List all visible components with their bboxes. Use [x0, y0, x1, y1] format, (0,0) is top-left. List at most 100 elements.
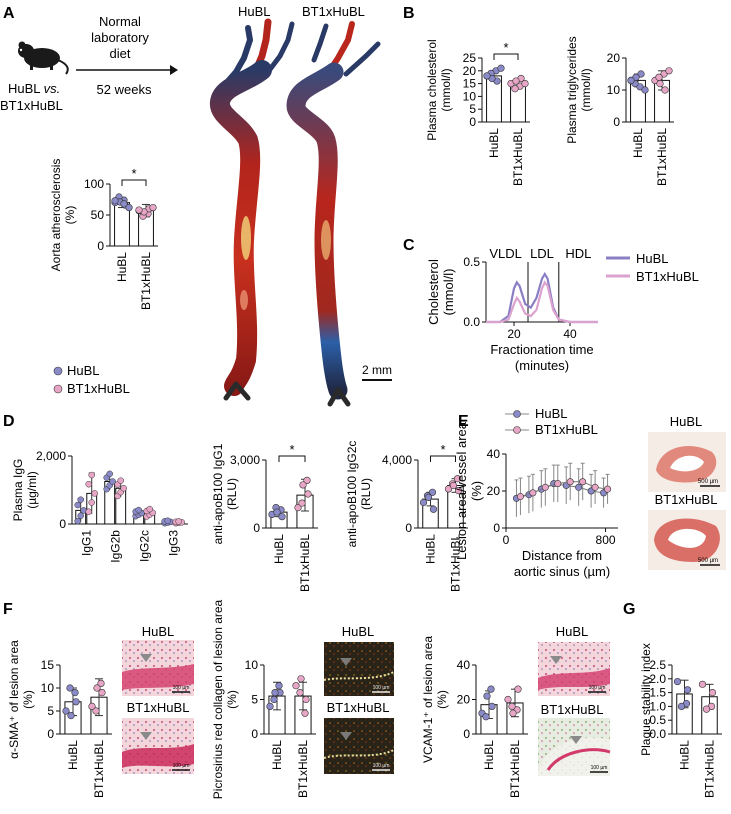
data-point [591, 483, 599, 491]
data-point [298, 499, 306, 507]
data-point [106, 470, 113, 478]
data-point [92, 707, 100, 715]
data-point [483, 692, 491, 700]
data-point [702, 705, 711, 713]
x-tick-label: HuBL [424, 534, 438, 564]
y-tick-label: 20 [607, 51, 621, 65]
y-axis-label-line0: Plaque stability index [639, 643, 653, 756]
e-img-label-hubl: HuBL [670, 414, 703, 429]
y-tick-label: 50 [91, 208, 105, 222]
data-point [67, 711, 75, 720]
y-tick-label: 40 [487, 447, 501, 461]
data-point [91, 490, 98, 497]
data-point [88, 471, 95, 479]
f-img3-label-hubl: HuBL [342, 624, 375, 639]
sig-bracket [493, 53, 519, 60]
y-tick-label: 5 [47, 704, 54, 718]
y-axis-label-line0: Plasma cholesterol [425, 39, 439, 140]
x-tick-label: HuBL [270, 740, 284, 770]
y-tick-label: 1.5 [649, 686, 666, 700]
data-point [454, 487, 463, 495]
data-point [273, 508, 281, 516]
data-point [71, 688, 79, 697]
y-tick-label: 2.5 [649, 658, 666, 672]
sig-bracket [121, 179, 147, 186]
panel-letter-c: C [403, 237, 415, 254]
data-point [419, 498, 428, 507]
x-tick-label: 800 [596, 533, 616, 547]
mouse-label: HuBL vs. [8, 81, 60, 96]
data-point [98, 688, 106, 697]
data-point [66, 684, 74, 692]
data-point [673, 677, 682, 686]
data-point [270, 695, 278, 704]
data-point [661, 86, 669, 94]
x-axis-label: Fractionation time [490, 342, 593, 357]
data-point [449, 481, 458, 490]
y-tick-label: 0.5 [463, 255, 480, 269]
data-point [303, 476, 311, 485]
data-point [665, 67, 673, 75]
sig-bracket [430, 455, 456, 462]
y-axis-label-line0: Aorta atherosclerosis [49, 159, 63, 272]
sig-star: * [503, 40, 508, 55]
y-tick-label: 0 [463, 727, 470, 741]
y-tick-label: 1.0 [649, 699, 666, 713]
legend-e-hubl: HuBL [535, 406, 568, 421]
data-point [424, 493, 433, 502]
e-scale-bt: 500 µm [698, 558, 718, 564]
x-tick-label: BT1xHuBL [296, 740, 310, 798]
f-scale-5: 100 µm [589, 685, 606, 691]
data-point [627, 76, 635, 84]
data-point [88, 499, 95, 506]
y-tick-label: 5 [469, 102, 476, 116]
y-axis-label-line1: (%) [21, 690, 35, 709]
data-point [88, 702, 96, 711]
x-tick-label: IgG1 [80, 530, 94, 556]
mouse-label-2: BT1xHuBL [0, 98, 63, 113]
legend-a-hubl: HuBL [67, 363, 100, 378]
data-point [511, 85, 519, 93]
data-point [698, 680, 707, 688]
panel-letter-f: F [3, 601, 13, 618]
x-tick-label: HuBL [115, 252, 129, 282]
region-label: LDL [530, 246, 554, 261]
y-axis-label-line1: (mmol/l) [579, 68, 593, 111]
mouse-icon [18, 41, 69, 75]
y-tick-label: 2.0 [649, 672, 666, 686]
y-axis-label-line0: Plasma triglycerides [565, 36, 579, 143]
data-point [516, 493, 524, 501]
y-axis-label-line1: (mmol/l) [441, 269, 456, 316]
histology-sirius-hubl: 100 µm [323, 642, 395, 696]
data-point [266, 702, 274, 711]
f-scale-3: 100 µm [373, 685, 390, 691]
x-tick-label: BT1xHuBL [449, 534, 463, 592]
y-axis-label-line0: VCAM-1⁺ of lesion area [421, 636, 435, 763]
data-point [62, 707, 70, 715]
data-point [175, 518, 182, 525]
sig-star: * [131, 166, 136, 181]
data-point [514, 685, 522, 693]
y-axis-label-line1: (RLU) [225, 478, 239, 510]
data-point [164, 517, 171, 524]
data-point [77, 496, 84, 503]
data-point [575, 483, 583, 491]
y-tick-label: 0.0 [463, 315, 480, 329]
y-axis-label-line0: anti-apoB100 IgG2c [345, 441, 359, 548]
data-point [278, 513, 286, 521]
data-point [656, 79, 664, 88]
f-scale-1: 100 µm [173, 685, 190, 691]
data-point [294, 504, 302, 512]
y-tick-label: 0 [405, 521, 412, 535]
data-point [541, 483, 549, 491]
data-point [296, 688, 304, 697]
y-axis-label-line1: (RLU) [359, 478, 373, 510]
